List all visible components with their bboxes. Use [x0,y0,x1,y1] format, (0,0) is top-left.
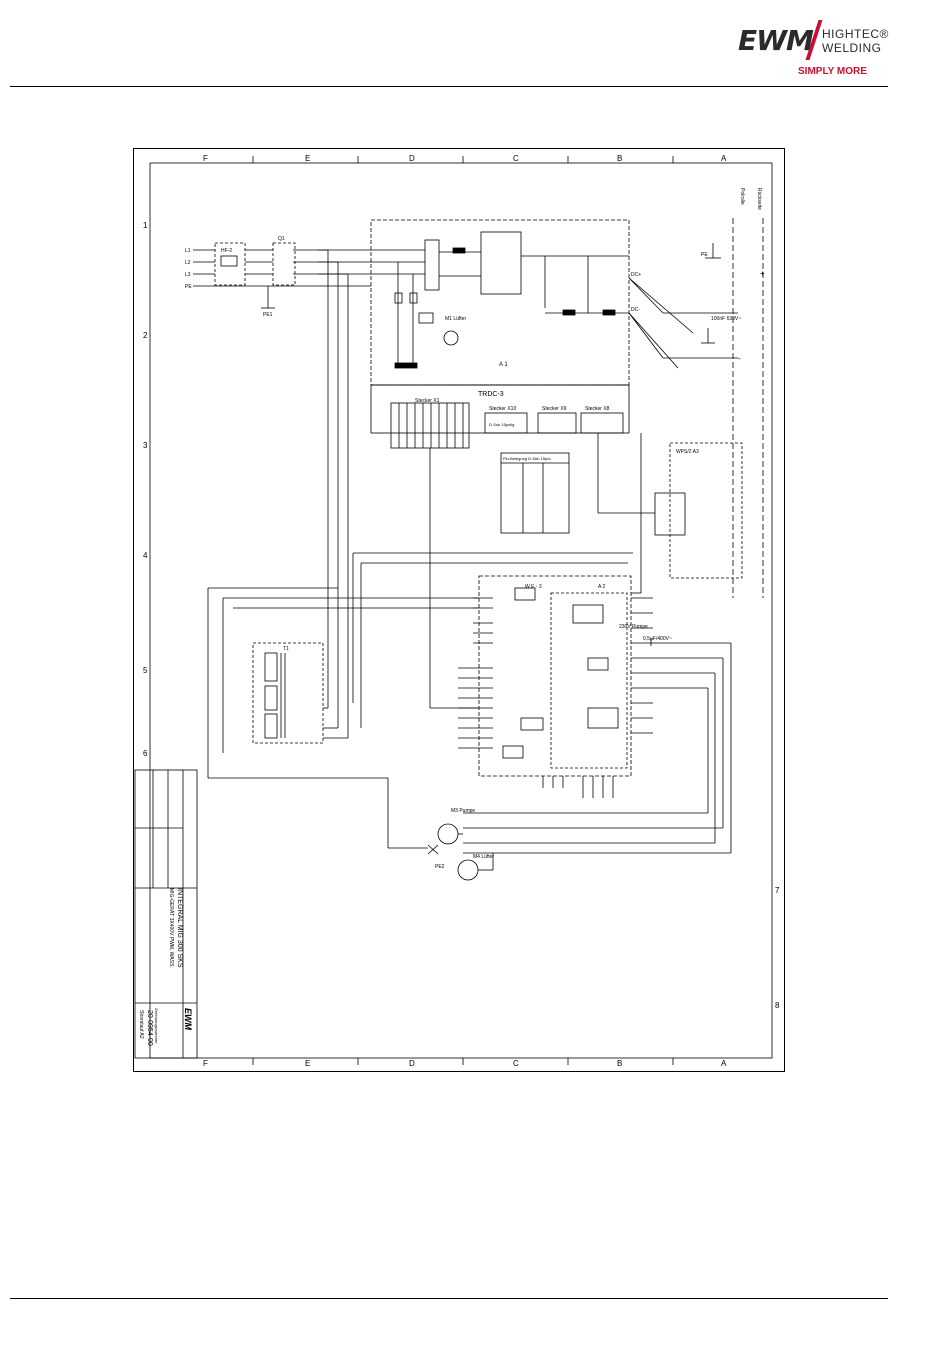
label-trdc3: TRDC-3 [478,391,504,398]
zone-letter-bottom-d: D [409,1059,415,1068]
label-x10: Stecker X10 [489,406,516,412]
label-l2: L2 [185,260,191,266]
title-drawing-label: Zeichnungsnummer [154,1008,159,1044]
zone-letter-top-e: E [305,154,310,163]
schematic-frame [133,148,785,1072]
label-q1: Q1 [278,236,285,242]
label-l1: L1 [185,248,191,254]
zone-letter-bottom-e: E [305,1059,310,1068]
logo-line-1: HIGHTEC® [822,27,889,41]
label-x8: Stecker X8 [585,406,610,412]
label-pin-table: Pin-Belegung D-Sub 15pol. [503,456,551,461]
zone-number-2: 2 [143,331,148,340]
label-we3: W E - 3 [525,584,542,590]
zone-number-3: 3 [143,441,148,450]
title-product: INTEGRAL MIG 300 SKS [176,888,183,968]
label-ground: PE [701,252,708,258]
label-minus: - [738,354,741,363]
label-hf2: HF-2 [221,248,232,254]
zone-number-8: 8 [775,1001,780,1010]
label-work-side: Rückseite [756,188,762,210]
fan-motor-symbol [457,859,479,881]
label-plus: + [760,269,765,278]
logo-tagline: SIMPLY MORE [798,66,867,77]
pump-motor-symbol [437,823,459,845]
zone-number-5: 5 [143,666,148,675]
label-a1: A 1 [499,362,508,368]
zone-number-6: 6 [143,749,148,758]
zone-letter-top-a: A [721,154,727,163]
label-t1: T1 [283,646,289,652]
label-capacitor-rating: 100nF 630V~ [711,316,741,322]
zone-letter-top-c: C [513,154,519,163]
label-m3: M3 Pumpe [451,808,475,814]
zone-letter-bottom-f: F [203,1059,208,1068]
label-wps: WPS/2 A3 [676,449,699,455]
zone-number-4: 4 [143,551,148,560]
label-a2: A 2 [598,584,605,590]
header-rule [10,86,888,87]
label-dc-plus: DC+ [631,272,641,278]
label-x1: Stecker X1 [415,398,440,404]
zone-letter-bottom-c: C [513,1059,519,1068]
title-brand: EWM [183,1008,193,1030]
label-pe1: PE1 [263,312,273,318]
title-sheet: Stromlauf A2 [138,1010,144,1039]
control-board-box [478,575,632,777]
label-pump-capacitor: 0,5µF/400V~ [643,636,672,642]
label-m1: M1 Lüfter [445,316,466,322]
label-torch-side: Polrolle [739,188,745,205]
zone-number-1: 1 [143,221,148,230]
inner-border [149,162,773,1059]
label-l3: L3 [185,272,191,278]
logo-line-2: WELDING [822,41,882,55]
circuit-diagram: F E D C B A F E D C B A 1 2 3 4 5 6 7 8 … [134,154,780,1068]
zone-letter-top-b: B [617,154,622,163]
zone-letter-bottom-b: B [617,1059,622,1068]
label-pe: PE [185,284,192,290]
label-pump-voltage: 230V Pumpe [619,624,648,630]
logo-brand: EWM [738,24,814,57]
label-pe2: PE2 [435,864,445,870]
footer-rule [10,1298,888,1299]
title-subtitle: MIG-GERÄT 3X400V PWM, WASS. [168,888,175,968]
zone-number-7: 7 [775,886,780,895]
zone-letter-bottom-a: A [721,1059,727,1068]
title-drawing-number: 20-0954-00 [146,1010,153,1046]
label-dc-minus: DC- [631,307,640,313]
label-m4: M4 Lüfter [473,854,494,860]
zone-letter-top-d: D [409,154,415,163]
zone-letter-top-f: F [203,154,208,163]
label-x9: Stecker X9 [542,406,567,412]
label-dsub-x10: D-Sub 15polig [489,422,514,427]
ewm-logo: EWM HIGHTEC® WELDING SIMPLY MORE [738,18,938,88]
